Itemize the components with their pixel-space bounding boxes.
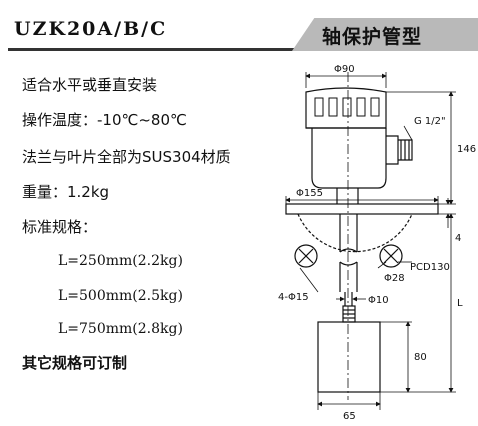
pcd-circle — [297, 213, 413, 253]
dim-holes: 4-Φ15 — [278, 292, 309, 303]
housing-body — [311, 128, 387, 189]
cable-gland — [386, 135, 399, 165]
spec-material: 法兰与叶片全部为SUS304材质 — [22, 148, 231, 166]
paddle — [317, 321, 381, 393]
dim-phi10: Φ10 — [368, 295, 389, 306]
type-label: 轴保护管型 — [322, 26, 423, 48]
dim-65: 65 — [343, 411, 356, 422]
model-title: UZK20A/B/C — [14, 18, 168, 40]
type-tab — [292, 18, 478, 51]
dim-phi90: Φ90 — [334, 64, 355, 75]
dim-4: 4 — [455, 233, 461, 244]
dim-pcd130: PCD130 — [410, 262, 450, 273]
length-option-500: L=500mm(2.5kg) — [58, 288, 183, 304]
dim-phi155: Φ155 — [296, 188, 323, 199]
length-option-750: L=750mm(2.8kg) — [58, 321, 183, 337]
dim-g-half: G 1/2" — [414, 116, 446, 127]
length-option-250: L=250mm(2.2kg) — [58, 253, 183, 269]
dim-phi28: Φ28 — [384, 273, 405, 284]
header: UZK20A/B/C 轴保护管型 — [0, 0, 478, 58]
spec-weight: 重量：1.2kg — [22, 183, 110, 201]
dim-L: L — [457, 298, 463, 309]
header-rule — [8, 48, 308, 51]
spec-standard: 标准规格： — [22, 218, 98, 236]
spec-mounting: 适合水平或垂直安装 — [22, 76, 158, 94]
dim-146: 146 — [457, 144, 476, 155]
flange — [285, 203, 439, 215]
dim-80: 80 — [414, 352, 427, 363]
custom-note: 其它规格可订制 — [22, 354, 128, 372]
spec-temperature: 操作温度：-10℃~80℃ — [22, 111, 187, 129]
housing-cap — [305, 87, 387, 129]
